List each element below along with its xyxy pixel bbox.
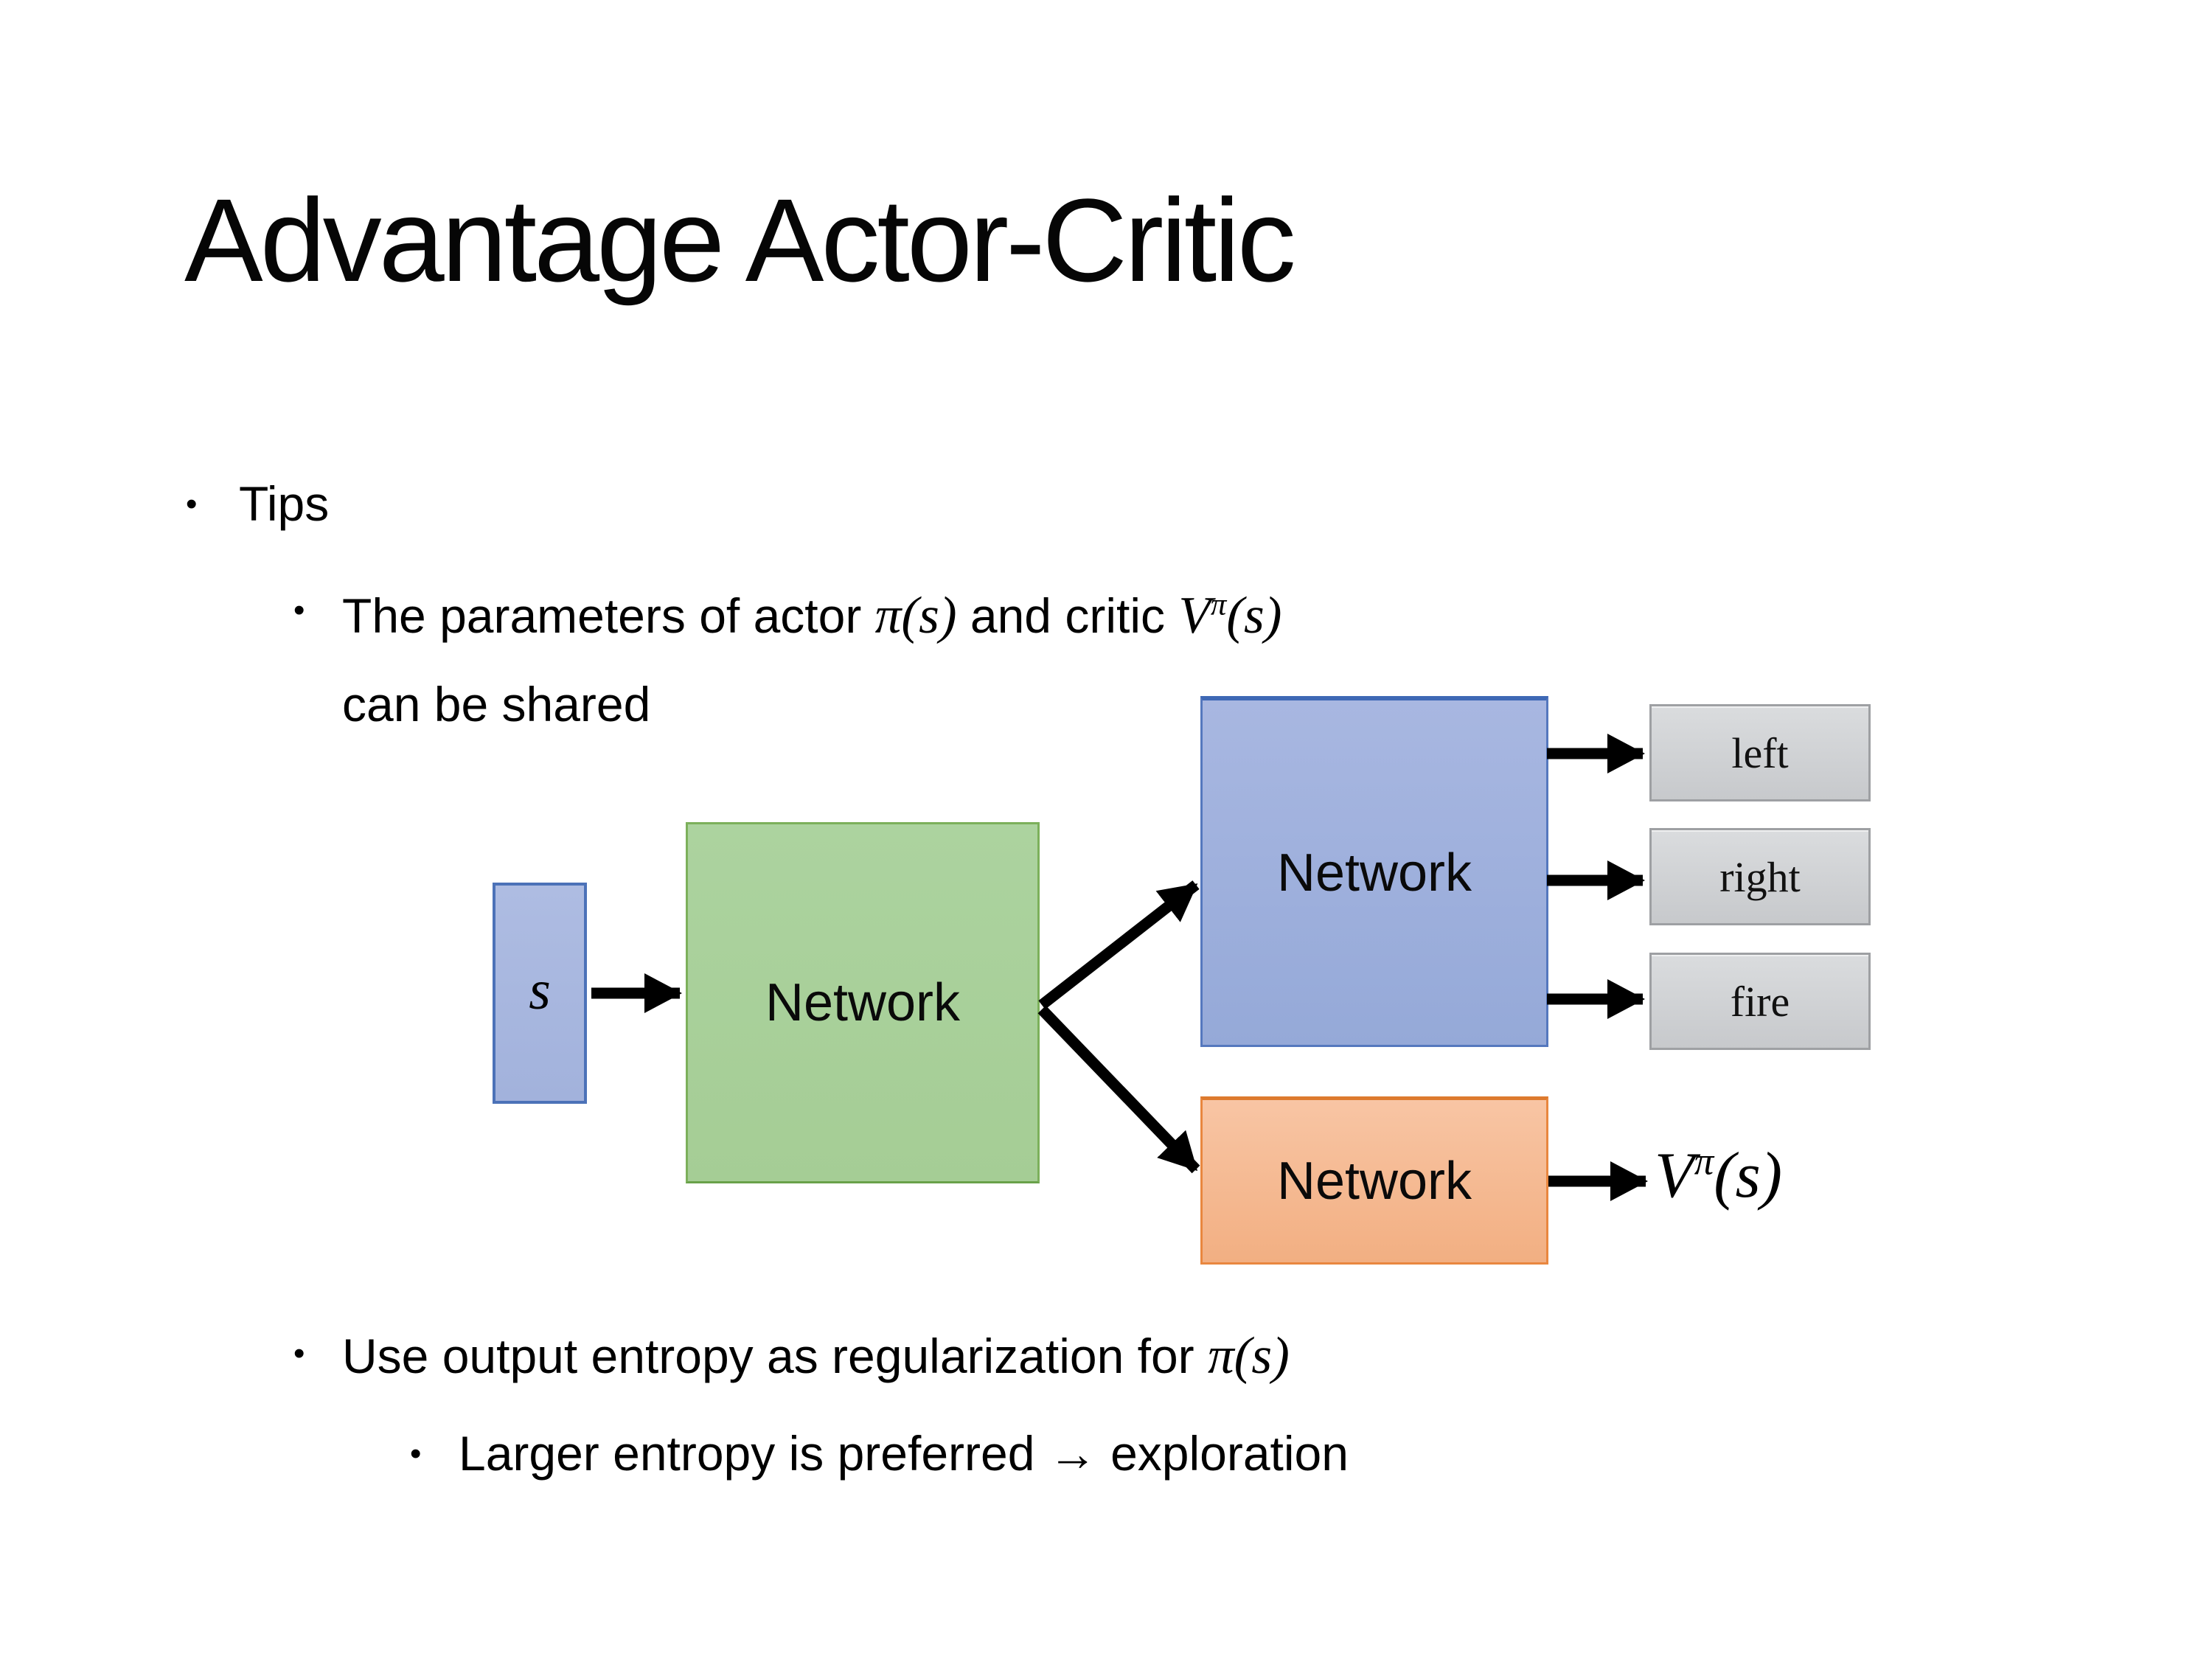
bullet-marker: • (293, 592, 305, 628)
shared-network-box: Network (686, 822, 1040, 1183)
math-pi-s: π(s) (1207, 1326, 1290, 1385)
bullet-parameters: • The parameters of actor π(s) and criti… (293, 569, 1282, 748)
shared-to-critic-arrow (1037, 1005, 1200, 1174)
math-v-pi-s: Vπ(s) (1178, 586, 1281, 644)
bullet-parameters-line1: The parameters of actor π(s) and critic … (342, 586, 1282, 644)
text-run: and critic (956, 588, 1179, 643)
text-run: The parameters of actor (342, 588, 875, 643)
bullet-marker: • (410, 1436, 422, 1472)
math-v-base: V (1178, 586, 1211, 644)
value-args: (s) (1714, 1140, 1783, 1211)
critic-network-box: Network (1200, 1096, 1548, 1265)
bullet-marker: • (293, 1335, 305, 1371)
bullet-entropy: • Use output entropy as regularization f… (293, 1323, 1290, 1388)
bullet-parameters-line2: can be shared (342, 677, 651, 732)
bullet-tips-label: Tips (239, 476, 330, 531)
math-pi-s: π(s) (874, 586, 957, 644)
actor-network-label: Network (1276, 843, 1472, 902)
bullet-entropy-text: Use output entropy as regularization for… (342, 1323, 1290, 1388)
state-input-box: s (493, 883, 587, 1104)
text-run: Use output entropy as regularization for (342, 1329, 1208, 1383)
math-v-sup: π (1210, 587, 1227, 622)
action-fire-label: fire (1730, 977, 1790, 1026)
bullet-tips: • Tips (186, 473, 329, 535)
value-sup: π (1694, 1140, 1714, 1183)
action-left-label: left (1731, 728, 1789, 777)
bullet-exploration: • Larger entropy is preferred → explorat… (410, 1423, 1349, 1484)
shared-to-actor-arrow (1038, 880, 1200, 1009)
math-v-args: (s) (1226, 586, 1282, 644)
actor-network-box: Network (1200, 696, 1548, 1047)
value-output-label: Vπ(s) (1655, 1138, 1782, 1213)
action-fire-box: fire (1649, 953, 1871, 1050)
slide-title: Advantage Actor-Critic (184, 174, 1296, 306)
action-right-label: right (1719, 852, 1801, 901)
bullet-exploration-text: Larger entropy is preferred → exploratio… (459, 1426, 1349, 1481)
critic-network-label: Network (1276, 1152, 1472, 1211)
shared-network-label: Network (765, 973, 961, 1032)
value-base: V (1655, 1140, 1694, 1211)
action-left-box: left (1649, 704, 1871, 801)
action-right-box: right (1649, 828, 1871, 925)
bullet-parameters-text: The parameters of actor π(s) and critic … (342, 569, 1282, 748)
state-input-label: s (529, 959, 551, 1021)
bullet-marker: • (186, 486, 198, 522)
